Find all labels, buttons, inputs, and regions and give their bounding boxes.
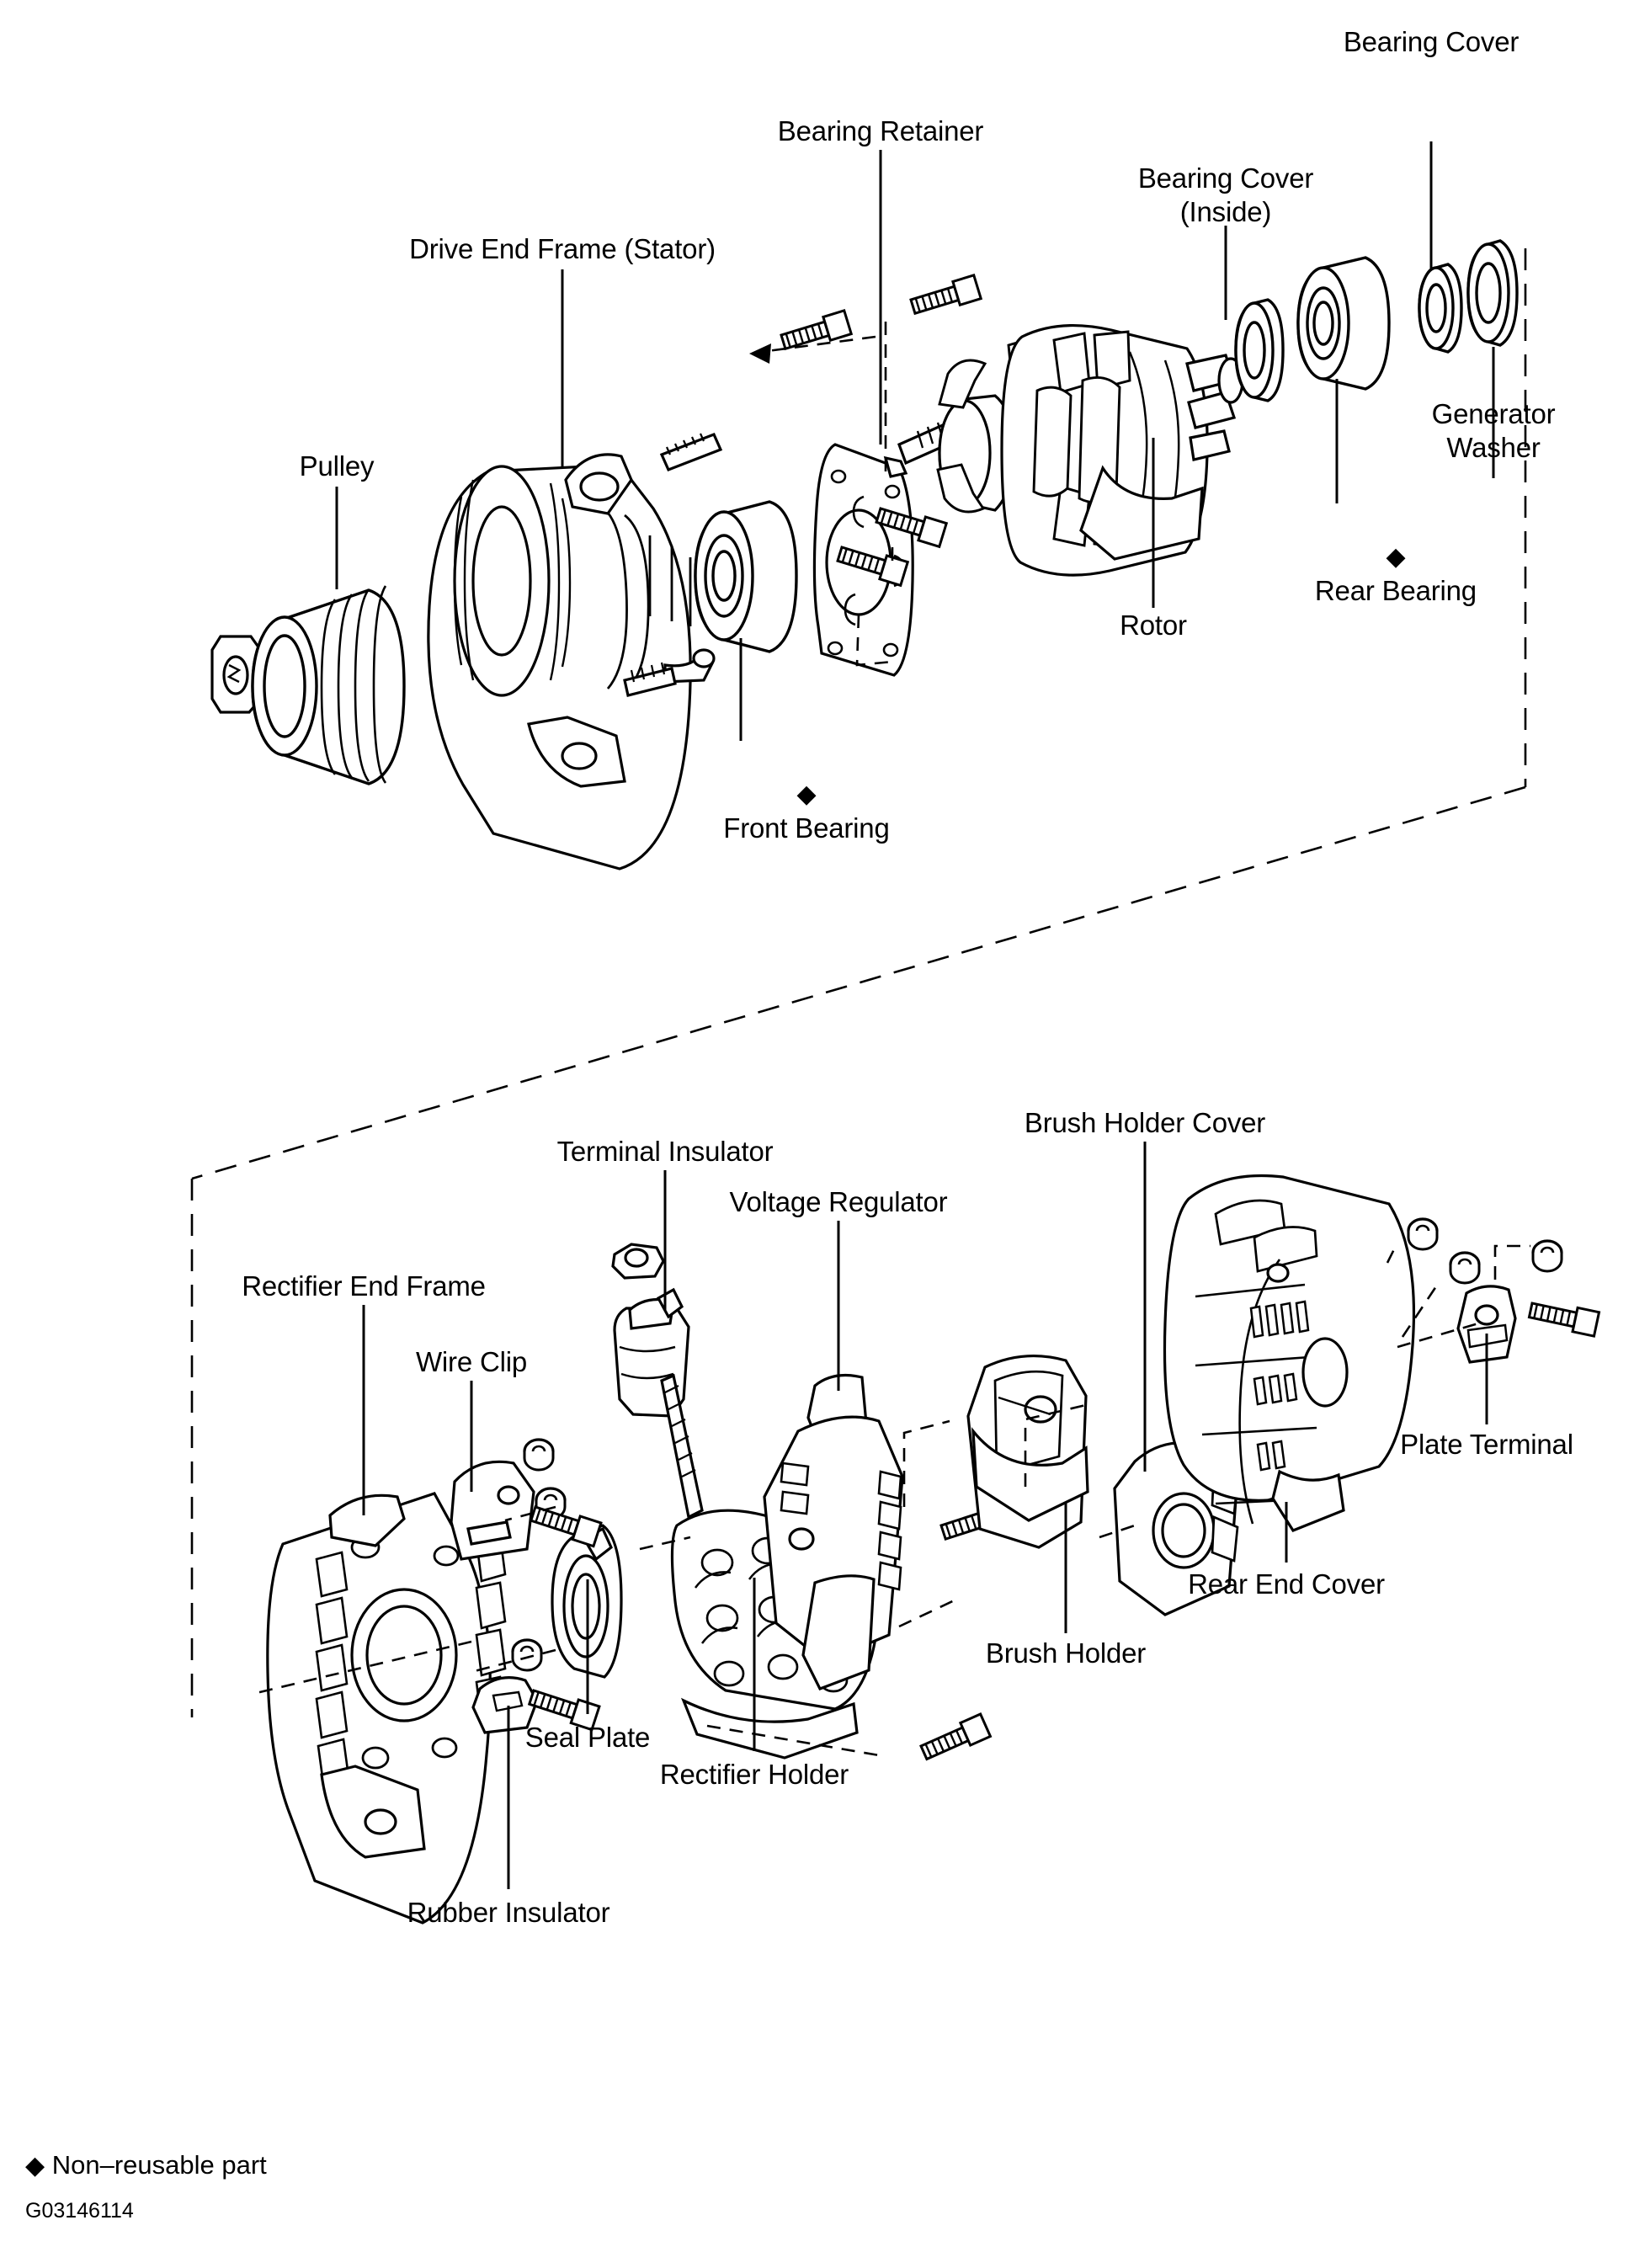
- label-bearing-cover: Bearing Cover: [1343, 26, 1520, 57]
- upper-assembly-artwork: [210, 141, 1519, 870]
- label-rectifier-holder: Rectifier Holder: [659, 1759, 849, 1790]
- drive-end-frame: [427, 432, 723, 870]
- rotor: [883, 323, 1244, 577]
- diamond-icon: ◆: [25, 2152, 45, 2180]
- plate-terminal-group: [1407, 1217, 1600, 1364]
- rectifier-end-frame: [266, 1492, 507, 1925]
- plate-terminal: [1456, 1285, 1517, 1364]
- label-seal-plate: Seal Plate: [524, 1722, 651, 1753]
- legend-non-reusable: ◆ Non–reusable part: [25, 2150, 267, 2180]
- lower-leader-lines: [362, 1142, 1488, 1889]
- terminal-insulator-nut: [611, 1243, 665, 1280]
- brush-holder: [966, 1354, 1089, 1549]
- assembly-arrow: [749, 343, 771, 364]
- pulley-nut: [210, 635, 261, 714]
- label-voltage-regulator: Voltage Regulator: [729, 1186, 948, 1217]
- label-rear-bearing-text: Rear Bearing: [1314, 575, 1477, 606]
- section-boundary: [190, 248, 1527, 1717]
- lower-assembly-artwork: [252, 1142, 1600, 1925]
- legend-text: Non–reusable part: [51, 2150, 267, 2180]
- label-terminal-insulator: Terminal Insulator: [556, 1136, 774, 1167]
- label-bearing-retainer: Bearing Retainer: [777, 115, 984, 146]
- label-brush-holder: Brush Holder: [985, 1637, 1147, 1669]
- generator-washer: [1466, 239, 1519, 347]
- label-wire-clip: Wire Clip: [415, 1346, 528, 1377]
- label-rubber-insulator: Rubber Insulator: [407, 1897, 610, 1928]
- label-front-bearing-text: Front Bearing: [723, 812, 890, 844]
- rear-end-cover: [1163, 1174, 1416, 1532]
- non-reusable-marker-front-bearing: ◆: [796, 780, 817, 808]
- label-pulley: Pulley: [299, 450, 375, 482]
- figure-id: G03146114: [25, 2199, 134, 2223]
- rear-bearing: [1296, 256, 1391, 391]
- retainer-assembly-guides: [760, 322, 894, 667]
- bearing-cover-inside: [1234, 298, 1285, 402]
- front-bearing: [694, 500, 798, 653]
- label-brush-holder-cover: Brush Holder Cover: [1024, 1107, 1266, 1138]
- label-bearing-cover-inside: Bearing Cover (Inside): [1137, 162, 1314, 227]
- rubber-insulator: [471, 1676, 539, 1734]
- label-front-bearing: ◆ Front Bearing: [693, 743, 890, 879]
- lower-assembly-guides: [252, 1242, 1530, 1758]
- bearing-cover: [1418, 263, 1463, 354]
- wire-clip: [450, 1460, 535, 1561]
- label-rear-end-cover: Rear End Cover: [1188, 1568, 1385, 1600]
- drive-end-stud: [659, 432, 723, 472]
- label-rectifier-end-frame: Rectifier End Frame: [242, 1270, 486, 1302]
- label-generator-washer: Generator Washer: [1431, 398, 1556, 463]
- label-rotor: Rotor: [1120, 610, 1187, 641]
- label-rear-bearing: ◆ Rear Bearing: [1285, 505, 1477, 642]
- stator-lead: [623, 648, 716, 697]
- label-plate-terminal: Plate Terminal: [1400, 1429, 1573, 1460]
- voltage-regulator: [763, 1374, 904, 1691]
- non-reusable-marker-rear-bearing: ◆: [1386, 543, 1406, 571]
- upper-leader-lines: [335, 141, 1495, 741]
- pulley: [251, 585, 406, 785]
- label-drive-end-frame: Drive End Frame (Stator): [409, 233, 716, 264]
